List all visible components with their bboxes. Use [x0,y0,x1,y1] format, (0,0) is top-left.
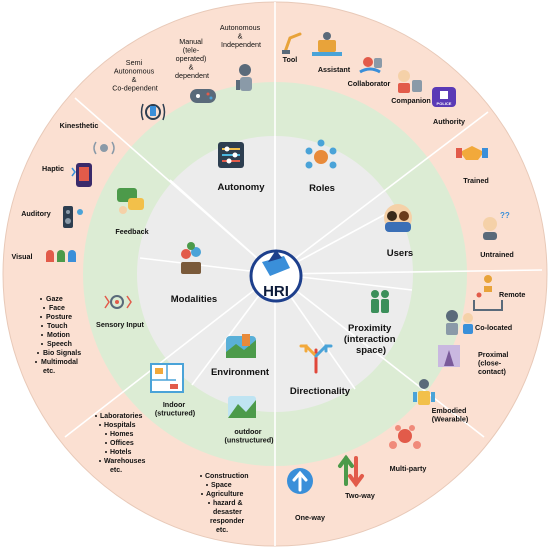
category-modalities: Modalities [171,294,217,305]
icon-authority: POLICE [432,87,456,107]
label-assistant: Assistant [318,65,351,74]
icon-feedback [117,188,144,214]
label-feedback: Feedback [115,227,148,236]
environment-icon [226,334,256,358]
icon-colocated [446,310,473,335]
sensory-input-list: Gaze Face Posture Touch Motion Speech Bi… [41,296,83,375]
category-environment: Environment [211,367,270,378]
category-roles: Roles [309,183,335,194]
label-haptic: Haptic [42,164,64,173]
modalities-icon [181,242,201,274]
icon-semi-autonomous [140,103,166,121]
hri-label: HRI [263,283,289,300]
directionality-icon [299,344,333,374]
label-outdoor: outdoor (unstructured) [224,427,274,445]
icon-assistant [312,32,342,56]
users-icon [384,204,412,232]
label-multi-party: Multi-party [390,464,427,473]
proximity-line-3: space) [356,345,386,356]
icon-auditory [63,206,83,228]
category-directionality: Directionality [290,386,351,397]
proximity-line-2: (interaction [344,334,396,345]
icon-handshake [456,146,488,160]
police-text: POLICE [437,101,452,106]
label-autonomous: Autonomous & Independent [220,23,262,49]
label-semi-autonomous: Semi Autonomous & Co-dependent [112,58,158,93]
icon-embodied [413,379,435,405]
icon-sensory-input [104,295,132,309]
category-users: Users [387,248,413,259]
icon-gamepad [190,89,216,103]
icon-proximal [438,345,460,367]
svg-text:??: ?? [500,211,510,220]
label-indoor: Indoor (structured) [155,400,196,418]
icon-tool-arm [282,32,302,54]
label-one-way: One-way [295,513,325,522]
label-colocated: Co-located [475,323,512,332]
label-auditory: Auditory [21,209,51,218]
icon-multi-party [389,425,421,449]
outdoor-list: Construction Space Agriculture hazard & … [205,473,251,534]
label-embodied: Embodied (Wearable) [432,406,469,424]
proximity-icon [371,290,389,313]
label-proximal: Proximal (close- contact) [478,350,510,376]
roles-icon [305,139,337,169]
label-collaborator: Collaborator [348,79,391,88]
autonomy-icon [218,142,244,168]
icon-autonomous-robot [236,64,252,91]
icon-remote [473,275,503,311]
proximity-line-1: Proximity [348,323,392,334]
label-untrained: Untrained [480,250,514,259]
label-authority: Authority [433,117,465,126]
label-visual: Visual [11,252,32,261]
category-autonomy: Autonomy [218,182,266,193]
icon-untrained-person: ?? [483,211,510,240]
label-two-way: Two-way [345,491,375,500]
icon-two-way [338,454,364,488]
label-manual: Manual (tele- operated) & dependent [175,37,209,80]
indoor-list: Laboratories Hospitals Homes Offices Hot… [100,413,147,474]
list-bullets [35,298,210,504]
label-kinesthetic: Kinesthetic [60,121,99,130]
label-trained: Trained [463,176,489,185]
hri-center: HRI [249,249,303,303]
icon-one-way [287,468,313,494]
icon-visual [46,250,76,262]
label-sensory-input: Sensory Input [96,320,145,329]
icon-companion [398,70,422,93]
category-proximity: Proximity (interaction space) [344,323,398,356]
label-companion: Companion [391,96,431,105]
icon-haptic [71,163,92,187]
icon-outdoor-mountain [228,396,256,418]
label-remote: Remote [499,290,525,299]
icon-kinesthetic [93,141,115,155]
icon-indoor-floorplan [150,363,184,393]
label-tool: Tool [283,55,298,64]
icon-collaborator [359,57,382,74]
